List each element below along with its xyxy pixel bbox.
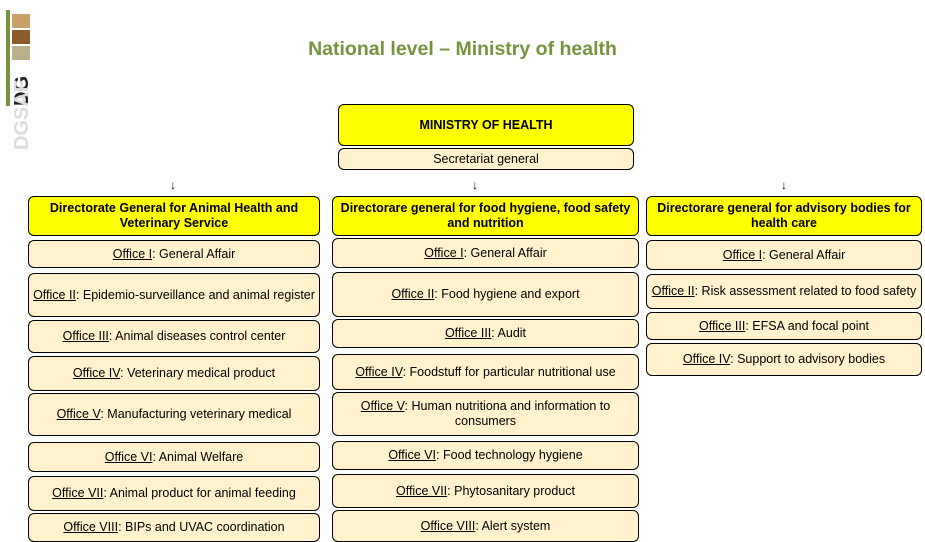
office-description: : Alert system <box>475 518 551 533</box>
office-box: Office I: General Affair <box>28 240 320 268</box>
office-description: : Food hygiene and export <box>434 287 580 301</box>
svg-text:DG: DG <box>11 76 32 106</box>
office-description: : Foodstuff for particular nutritional u… <box>402 364 616 379</box>
office-box: Office VII: Animal product for animal fe… <box>28 476 320 511</box>
office-number: Office III <box>444 326 492 340</box>
office-box: Office I: General Affair <box>332 238 639 268</box>
arrow-down-icon: ↓ <box>472 178 478 192</box>
office-description: : Support to advisory bodies <box>730 352 886 366</box>
logo-bar <box>6 10 10 106</box>
office-number: Office II <box>33 287 76 302</box>
office-number: Office VIII <box>420 518 476 533</box>
ministry-label: MINISTRY OF HEALTH <box>419 117 553 132</box>
svg-text:DGSAF: DGSAF <box>11 80 32 150</box>
office-box: Office II: Risk assessment related to fo… <box>646 274 922 309</box>
directorate-header-label: Directorare general for advisory bodies … <box>657 201 911 230</box>
office-box: Office VIII: Alert system <box>332 510 639 542</box>
dgsaf-logo: DG DGSAF <box>6 10 32 150</box>
office-box: Office II: Food hygiene and export <box>332 272 639 317</box>
office-box: Office V: Human nutritiona and informati… <box>332 392 639 436</box>
office-box: Office III: EFSA and focal point <box>646 312 922 340</box>
directorate-header-label: Directorare general for food hygiene, fo… <box>340 201 631 230</box>
office-description: : EFSA and focal point <box>745 318 870 333</box>
office-number: Office V <box>360 399 405 413</box>
office-description: : Risk assessment related to food safety <box>694 284 917 298</box>
office-description: : Human nutritiona and information to co… <box>404 399 611 428</box>
office-description: : General Affair <box>152 246 236 261</box>
office-description: : Food technology hygiene <box>436 448 583 462</box>
office-description: : General Affair <box>463 245 547 260</box>
office-box: Office IV: Foodstuff for particular nutr… <box>332 354 639 390</box>
office-box: Office VIII: BIPs and UVAC coordination <box>28 513 320 542</box>
office-number: Office IV <box>682 352 731 366</box>
office-box: Office IV: Support to advisory bodies <box>646 343 922 376</box>
office-number: Office VI <box>104 449 153 464</box>
office-number: Office II <box>651 284 695 298</box>
office-number: Office VI <box>388 448 437 462</box>
office-number: Office III <box>698 318 746 333</box>
page-title: National level – Ministry of health <box>308 38 617 60</box>
office-number: Office I <box>722 247 763 262</box>
directorate-header-label: Directorate General for Animal Health an… <box>49 201 299 230</box>
office-description: : Manufacturing veterinary medical <box>100 407 292 421</box>
office-number: Office IV <box>72 366 121 380</box>
office-number: Office VII <box>52 486 104 500</box>
secretariat-label: Secretariat general <box>433 151 539 166</box>
arrow-down-icon: ↓ <box>170 178 176 192</box>
office-box: Office III: Audit <box>332 319 639 348</box>
arrow-down-icon: ↓ <box>781 178 787 192</box>
office-description: : BIPs and UVAC coordination <box>118 520 285 534</box>
secretariat-box: Secretariat general <box>338 148 634 170</box>
directorate-header: Directorate General for Animal Health an… <box>28 196 320 236</box>
office-number: Office II <box>391 287 435 301</box>
office-number: Office V <box>56 407 101 421</box>
office-description: : Animal product for animal feeding <box>103 486 296 500</box>
office-number: Office I <box>424 245 464 260</box>
office-description: : Animal diseases control center <box>108 329 286 343</box>
office-box: Office III: Animal diseases control cent… <box>28 320 320 353</box>
directorate-header: Directorare general for advisory bodies … <box>646 196 922 236</box>
directorate-header: Directorare general for food hygiene, fo… <box>332 196 639 236</box>
office-number: Office III <box>62 329 109 343</box>
office-description: : Veterinary medical product <box>120 366 276 380</box>
office-box: Office IV: Veterinary medical product <box>28 356 320 391</box>
office-number: Office I <box>112 246 153 261</box>
office-description: : Phytosanitary product <box>447 483 576 498</box>
office-number: Office VII <box>395 483 448 498</box>
office-box: Office I: General Affair <box>646 240 922 270</box>
office-description: : Audit <box>491 326 527 340</box>
office-description: : Animal Welfare <box>152 449 244 464</box>
office-box: Office V: Manufacturing veterinary medic… <box>28 393 320 436</box>
office-description: : General Affair <box>762 247 846 262</box>
ministry-box: MINISTRY OF HEALTH <box>338 104 634 146</box>
office-number: Office IV <box>355 364 403 379</box>
office-box: Office VII: Phytosanitary product <box>332 474 639 508</box>
office-box: Office II: Epidemio-surveillance and ani… <box>28 273 320 317</box>
office-box: Office VI: Animal Welfare <box>28 442 320 472</box>
office-description: : Epidemio-surveillance and animal regis… <box>75 287 315 302</box>
office-number: Office VIII <box>63 520 119 534</box>
office-box: Office VI: Food technology hygiene <box>332 441 639 470</box>
